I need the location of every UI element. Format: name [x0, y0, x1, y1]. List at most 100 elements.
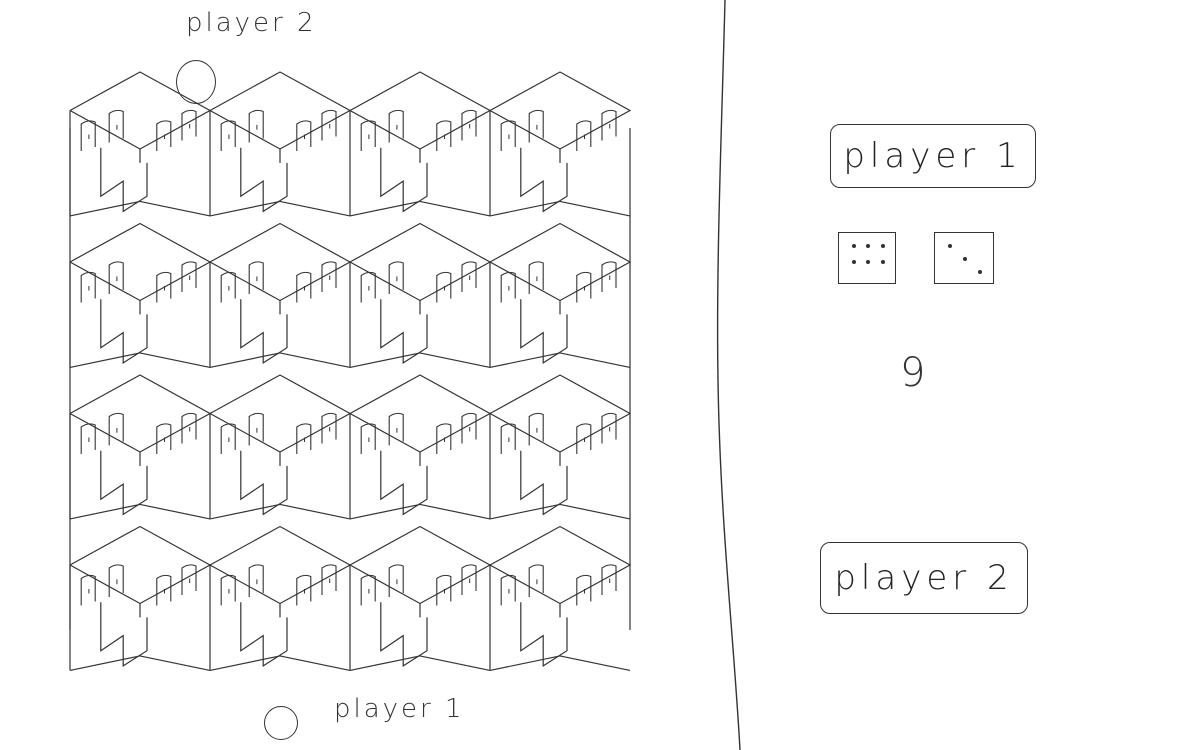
tile-edge [139, 655, 211, 672]
tile-door [500, 120, 516, 151]
game-board[interactable] [0, 0, 720, 750]
tile-door [500, 574, 516, 606]
tile-partition [380, 450, 428, 516]
tile-partition [240, 299, 288, 364]
tile-door [528, 412, 544, 446]
tile-partition [240, 602, 288, 667]
tile-edge [489, 352, 561, 369]
tile-edge [559, 655, 631, 672]
tile-edge [419, 200, 491, 217]
tile-edge [209, 352, 281, 369]
tile-door [436, 574, 452, 606]
tile-door [388, 261, 404, 294]
tile-partition [520, 147, 568, 213]
tile-door [156, 271, 172, 303]
tile-edge [139, 200, 211, 217]
tile-door [108, 109, 124, 143]
tile-door [220, 271, 236, 303]
player1-token[interactable] [264, 706, 298, 740]
tile-diamond [489, 222, 632, 302]
tile-door [576, 574, 592, 606]
tile-door [461, 109, 477, 141]
tile-edge [489, 200, 561, 217]
tile-door [576, 271, 592, 303]
tile-partition [240, 147, 288, 213]
tile-edge [69, 352, 141, 369]
tile-door [108, 261, 124, 294]
tile-edge [419, 352, 491, 369]
tile-door [80, 574, 96, 606]
tile-door [601, 261, 617, 292]
tile-partition [100, 602, 148, 667]
tile-edge [419, 655, 491, 672]
player1-button-label: player 1 [843, 136, 1023, 176]
tile-door [500, 423, 516, 454]
player2-token[interactable] [176, 60, 216, 104]
tile-door [80, 120, 96, 151]
tile-edge [139, 352, 211, 369]
tile-door [296, 574, 312, 606]
tile-door [296, 120, 312, 151]
tile-door [220, 423, 236, 454]
tile-edge [209, 503, 281, 520]
player2-button-label: player 2 [834, 558, 1014, 598]
die-pip [866, 244, 870, 248]
die-pip [851, 244, 856, 248]
tile-door [436, 271, 452, 303]
tile-partition [240, 450, 288, 516]
tile-door [601, 412, 617, 444]
player2-button[interactable]: player 2 [820, 542, 1028, 614]
tile-door [108, 564, 124, 597]
tile-edge [279, 200, 351, 217]
tile-diamond [489, 71, 632, 150]
tile-door [528, 564, 544, 597]
tile-edge [69, 655, 141, 672]
tile-edge [279, 655, 351, 672]
dice-total: 9 [900, 350, 926, 396]
tile-edge [279, 352, 351, 369]
tile-door [388, 412, 404, 446]
tile-door [321, 261, 337, 292]
tile-door [436, 120, 452, 151]
tile-door [576, 423, 592, 454]
tile-door [181, 261, 197, 292]
tile-edge [69, 503, 141, 520]
tile-door [360, 574, 376, 606]
tile-door [156, 574, 172, 606]
player1-button[interactable]: player 1 [830, 124, 1036, 188]
tile-door [296, 271, 312, 303]
tile-partition [520, 602, 568, 667]
tile-door [461, 261, 477, 292]
tile-door [321, 412, 337, 444]
tile-door [461, 412, 477, 444]
board-bottom-player-label: player 1 [334, 694, 465, 724]
tile-door [576, 120, 592, 151]
tile-edge [559, 503, 631, 520]
tile-edge [559, 200, 631, 217]
tile-edge [489, 503, 561, 520]
die-1[interactable] [838, 232, 896, 284]
board-top-player-label: player 2 [186, 8, 317, 38]
tile-door [321, 109, 337, 141]
tile-door [500, 271, 516, 303]
tile-partition [380, 299, 428, 364]
tile-door [528, 261, 544, 294]
tile-door [388, 109, 404, 143]
tile-door [181, 564, 197, 595]
tile-partition [520, 299, 568, 364]
tile-door [156, 423, 172, 454]
tile-edge [209, 200, 281, 217]
tile-edge [69, 200, 141, 217]
tile-door [220, 574, 236, 606]
tile-partition [520, 450, 568, 516]
tile-door [248, 261, 264, 294]
tile-door [388, 564, 404, 597]
tile-edge [209, 655, 281, 672]
tile-partition [380, 147, 428, 213]
die-2[interactable] [934, 232, 994, 284]
tile-edge [349, 200, 421, 217]
tile-door [296, 423, 312, 454]
tile-edge [419, 503, 491, 520]
tile-door [321, 564, 337, 595]
tile-door [601, 109, 617, 141]
